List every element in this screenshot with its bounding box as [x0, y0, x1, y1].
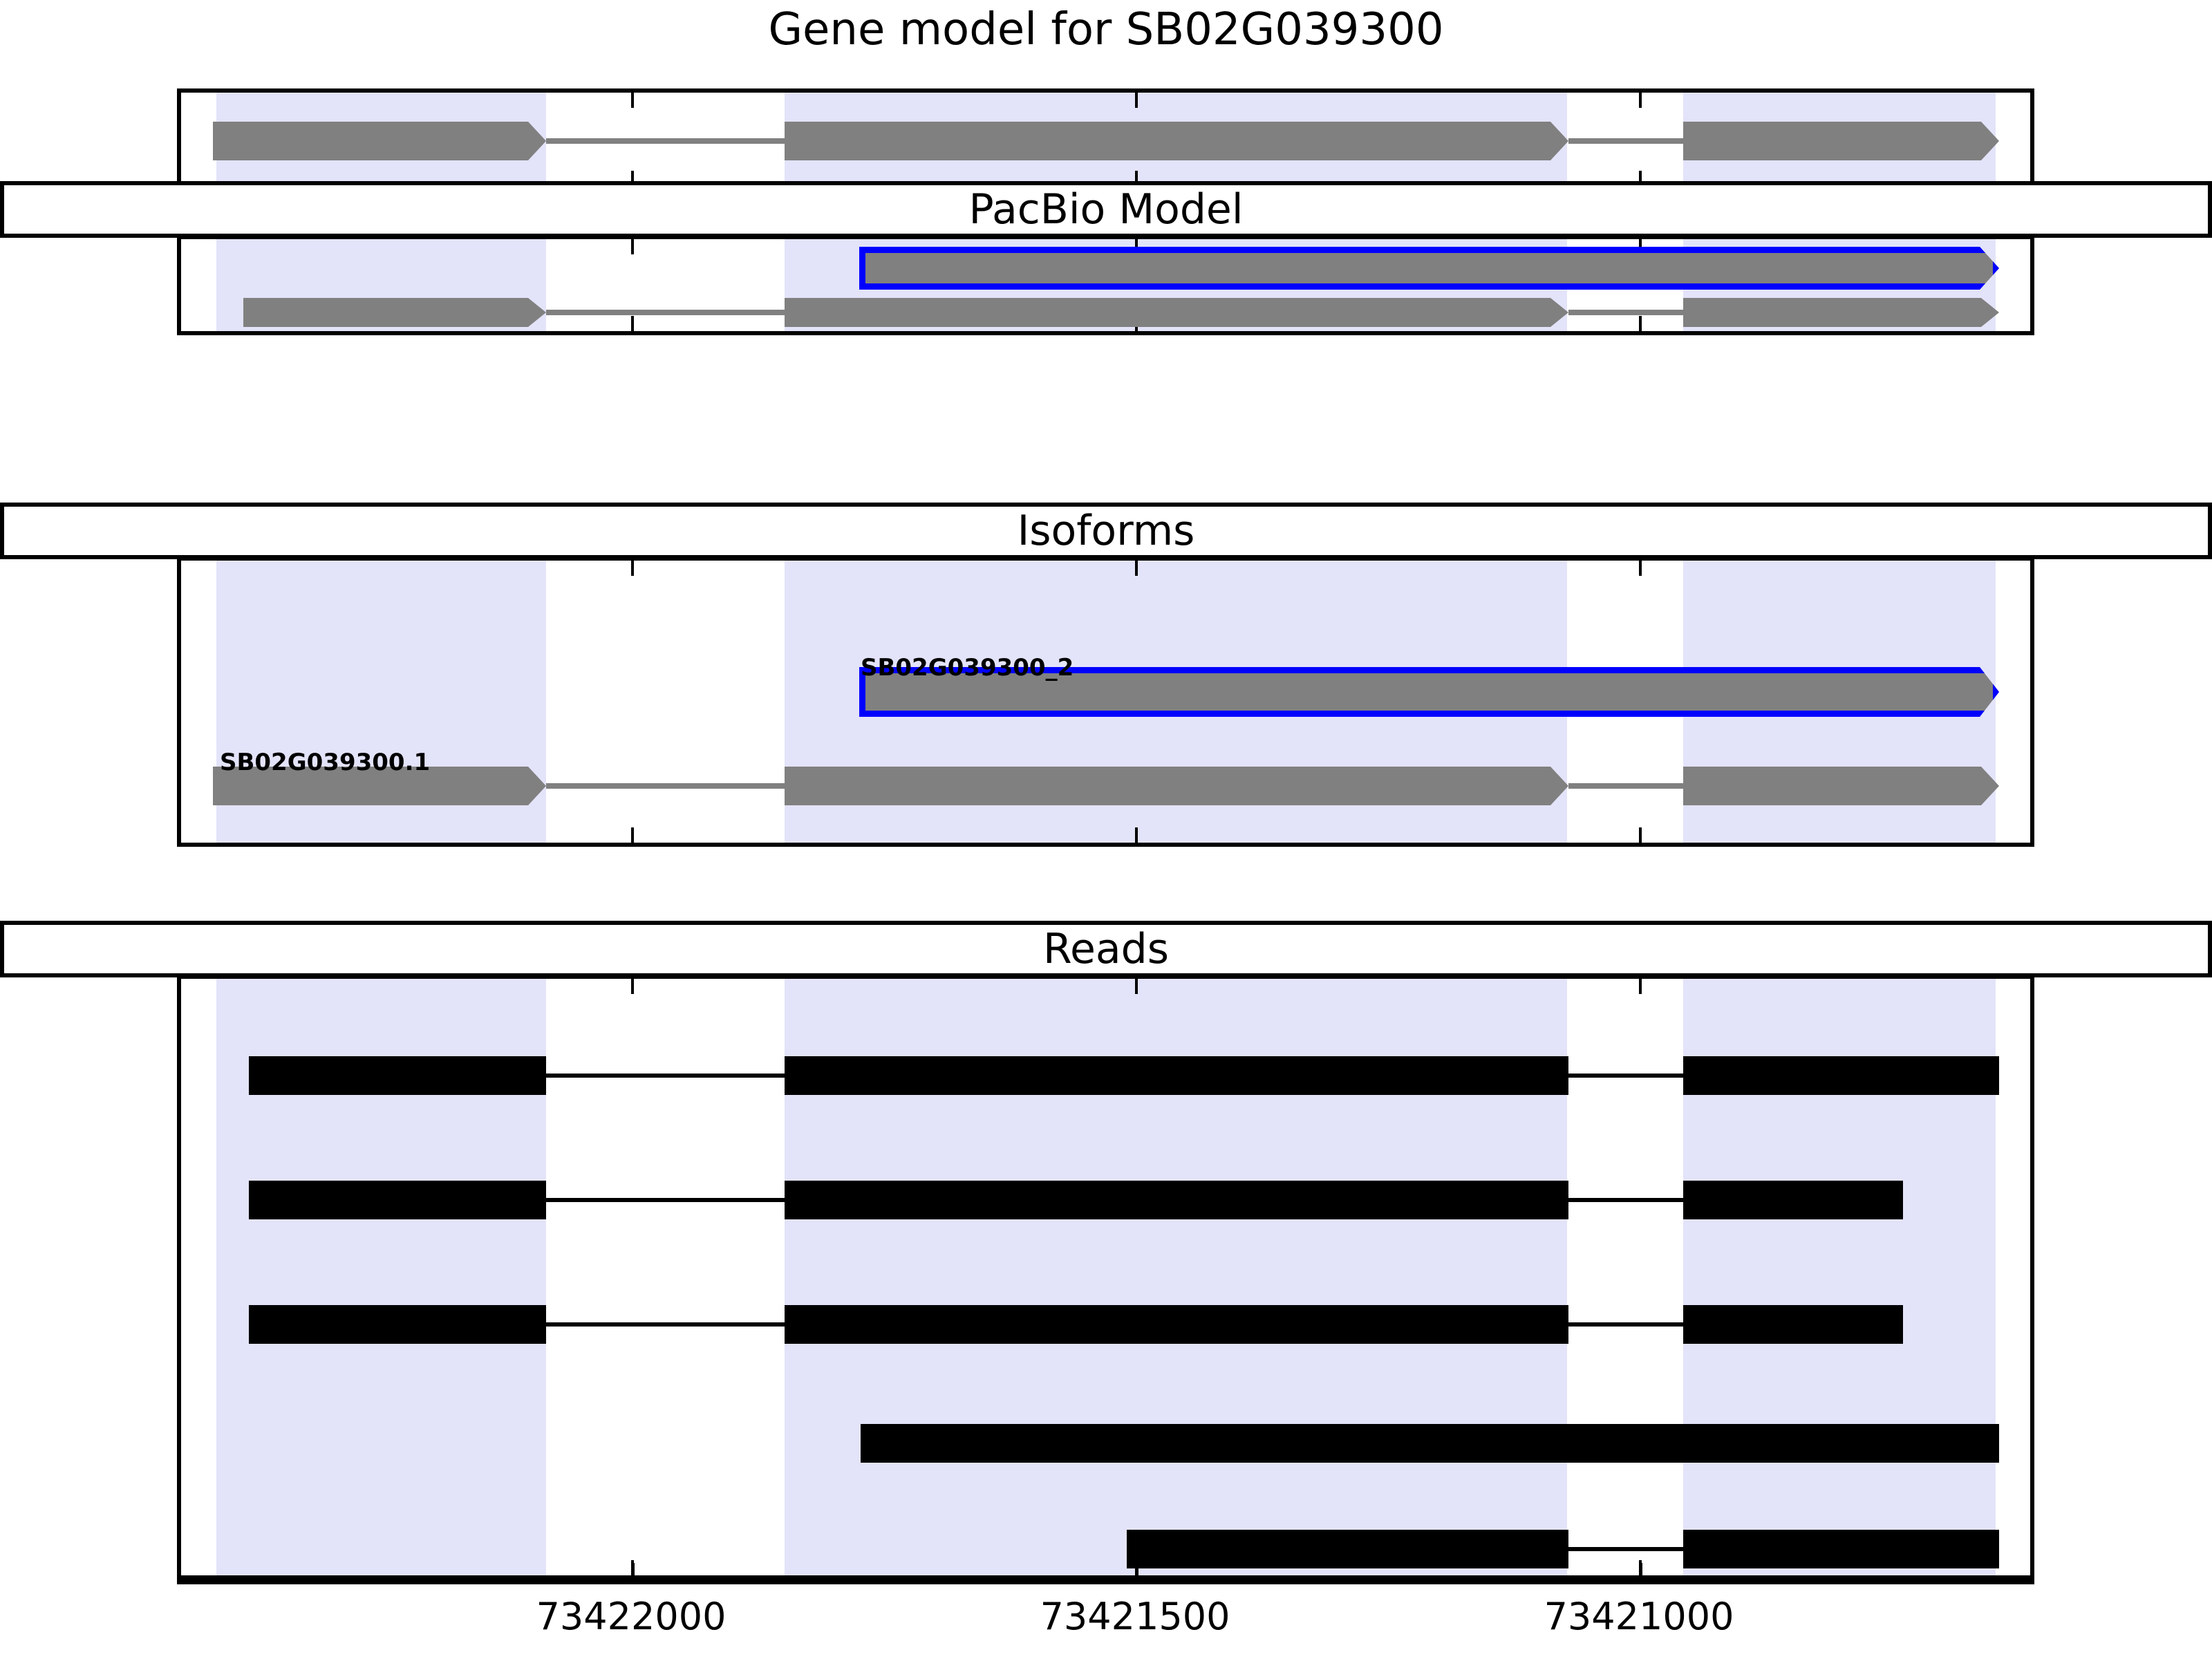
panel-tick-top-1 [631, 93, 634, 108]
read-1-exon-2 [785, 1056, 1568, 1095]
panel-tick-bottom-3 [1639, 827, 1642, 843]
read-1-intron-1 [546, 1074, 785, 1078]
gene-model-transcript-intron-1 [546, 138, 785, 144]
isoform-SB02G039300_2-exon-1 [859, 667, 1999, 717]
read-3-exon-1 [249, 1305, 546, 1344]
pacbio-isoform-unspliced-exon-1 [859, 247, 1999, 290]
panel-gene-model [177, 88, 2034, 190]
x-axis-tick-3 [1639, 1563, 1642, 1580]
read-1-exon-1 [249, 1056, 546, 1095]
isoform-SB02G039300.1-exon-3 [1683, 767, 1999, 805]
read-2-intron-2 [1568, 1198, 1683, 1202]
x-axis-label-2: 73421500 [1040, 1595, 1230, 1638]
x-axis-label-1: 73422000 [536, 1595, 727, 1638]
pacbio-isoform-spliced-intron-1 [546, 310, 785, 315]
read-2-exon-1 [249, 1181, 546, 1219]
panel-tick-bottom-1 [631, 316, 634, 331]
pacbio-isoform-spliced-exon-2 [785, 298, 1568, 327]
panel-tick-bottom-3 [1639, 171, 1642, 186]
panel-reads [177, 975, 2034, 1580]
panel-tick-top-1 [631, 239, 634, 254]
read-5-exon-2 [1683, 1530, 1999, 1568]
panel-tick-bottom-2 [1135, 171, 1138, 186]
panel-tick-bottom-1 [631, 827, 634, 843]
page-title: Gene model for SB02G039300 [768, 4, 1444, 55]
panel-tick-top-2 [1135, 561, 1138, 576]
panel-tick-top-2 [1135, 979, 1138, 994]
panel-title-reads: Reads [0, 921, 2212, 977]
x-axis-tick-2 [1135, 1563, 1138, 1580]
read-3-intron-1 [546, 1322, 785, 1327]
read-1-intron-2 [1568, 1074, 1683, 1078]
gene-model-transcript-intron-2 [1568, 138, 1683, 144]
read-2-exon-3 [1683, 1181, 1903, 1219]
panel-tick-bottom-3 [1639, 316, 1642, 331]
read-5-exon-1 [1127, 1530, 1568, 1568]
pacbio-isoform-spliced-exon-3 [1683, 298, 1999, 327]
isoform-SB02G039300_2-label: SB02G039300_2 [861, 654, 1074, 682]
read-3-exon-3 [1683, 1305, 1903, 1344]
read-2-intron-1 [546, 1198, 785, 1202]
x-axis-tick-1 [631, 1563, 635, 1580]
gene-model-transcript-exon-2 [785, 122, 1568, 160]
panel-title-pacbio-model: PacBio Model [0, 181, 2212, 238]
x-axis-label-3: 73421000 [1544, 1595, 1734, 1638]
read-3-exon-2 [785, 1305, 1568, 1344]
gene-model-transcript-exon-3 [1683, 122, 1999, 160]
read-5-intron-1 [1568, 1547, 1683, 1551]
isoform-SB02G039300.1-intron-2 [1568, 783, 1683, 789]
read-1-exon-3 [1683, 1056, 1999, 1095]
panel-tick-bottom-2 [1135, 827, 1138, 843]
isoform-SB02G039300.1-label: SB02G039300.1 [220, 749, 431, 776]
panel-tick-top-3 [1639, 979, 1642, 994]
gene-model-transcript-exon-1 [213, 122, 546, 160]
panel-tick-top-3 [1639, 561, 1642, 576]
panel-tick-top-3 [1639, 93, 1642, 108]
panel-tick-top-1 [631, 561, 634, 576]
isoform-SB02G039300.1-exon-2 [785, 767, 1568, 805]
isoform-SB02G039300.1-intron-1 [546, 783, 785, 789]
isoform-SB02G039300.1-exon-1 [213, 767, 546, 805]
pacbio-isoform-spliced-exon-1 [243, 298, 546, 327]
read-4-exon-1 [861, 1424, 1999, 1463]
read-3-intron-2 [1568, 1322, 1683, 1327]
pacbio-isoform-spliced-intron-2 [1568, 310, 1683, 315]
panel-tick-bottom-1 [631, 171, 634, 186]
read-2-exon-2 [785, 1181, 1568, 1219]
panel-tick-top-1 [631, 979, 634, 994]
panel-tick-top-2 [1135, 93, 1138, 108]
panel-pacbio-model [177, 235, 2034, 335]
x-axis-line [177, 1580, 2034, 1584]
panel-title-isoforms: Isoforms [0, 503, 2212, 559]
